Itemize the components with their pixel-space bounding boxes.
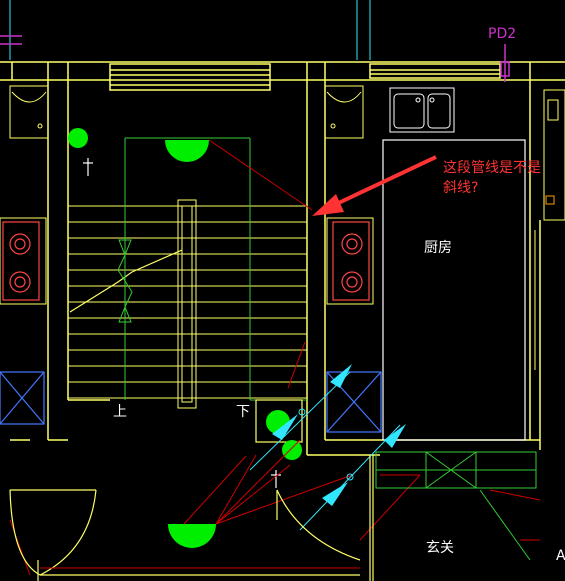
magenta-marks	[0, 35, 510, 82]
kitchen-walls	[382, 139, 526, 441]
stair-down-label: 下	[236, 404, 250, 420]
stair-up-label: 上	[113, 404, 127, 420]
left-counter-outline	[0, 217, 47, 305]
cyan-arrows	[272, 364, 406, 506]
right-counter-outline	[326, 217, 374, 305]
switch-mark-top	[83, 158, 93, 176]
entry-walls	[9, 455, 374, 581]
light-top-left	[68, 128, 88, 148]
light-bottom-center	[168, 524, 216, 548]
switch-mark-bottom	[271, 470, 281, 488]
annotation-line-1: 这段管线是不是	[443, 159, 541, 176]
green-cabinet	[375, 451, 537, 561]
left-window-box	[0, 371, 45, 425]
red-pipes	[9, 139, 541, 576]
annotation-arrow	[312, 155, 437, 216]
cyan-pipes	[249, 371, 401, 531]
light-lobby	[282, 440, 302, 460]
right-sink-counter	[324, 85, 364, 139]
top-walls	[0, 61, 565, 91]
stair-green-grid	[117, 137, 307, 401]
edge-letter: A	[556, 548, 565, 564]
kitchen-sink	[389, 87, 455, 133]
light-top-center	[165, 140, 209, 162]
top-cyan-lines	[9, 0, 371, 60]
entry-label: 玄关	[426, 539, 454, 556]
right-edge-cabinet	[534, 89, 565, 370]
stair-flight	[68, 199, 307, 409]
kitchen-label: 厨房	[424, 240, 452, 256]
left-sink-counter	[9, 85, 49, 139]
left-stove	[2, 221, 40, 301]
annotation-line-2: 斜线?	[443, 180, 478, 196]
right-stove	[332, 221, 370, 301]
pd2-label: PD2	[488, 26, 516, 42]
right-edge-box	[545, 195, 555, 205]
